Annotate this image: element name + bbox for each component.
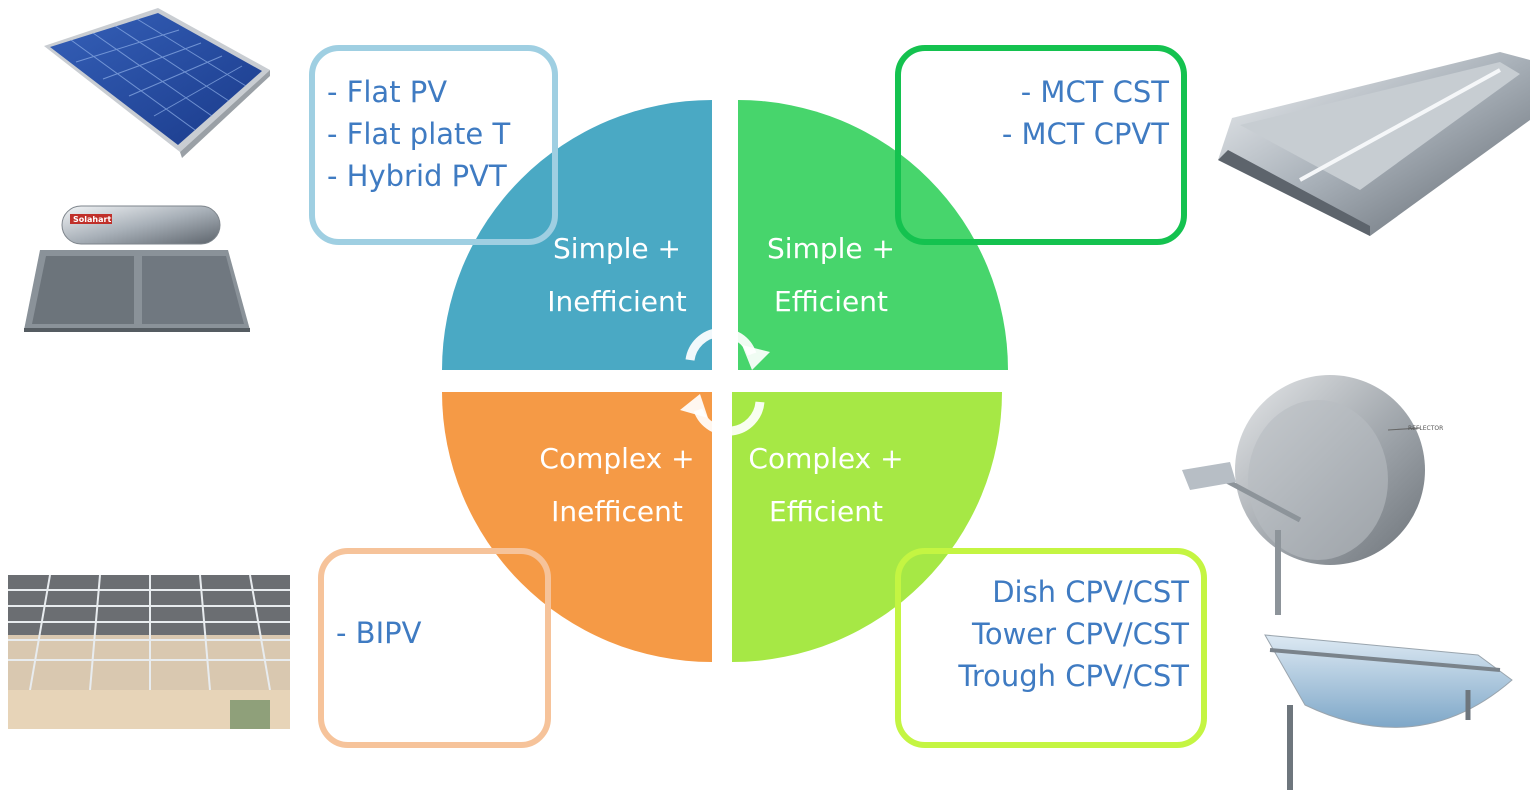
quadrant-bottom-right — [732, 392, 1002, 662]
solar-panel-icon — [44, 8, 270, 158]
example-item: - MCT CPVT — [1001, 117, 1169, 151]
box-simple-efficient-examples: - MCT CST - MCT CPVT — [895, 45, 1187, 245]
quadrant-bottom-right-line2: Efficient — [769, 495, 883, 528]
quadrant-bottom-left — [442, 392, 712, 662]
quadrant-top-right — [738, 100, 1008, 370]
quadrant-top-right-line1: Simple + — [767, 232, 895, 265]
quadrant-bottom-left-line2: Inefficent — [551, 495, 683, 528]
reflector-callout-text: REFLECTOR — [1408, 425, 1443, 432]
cycle-arrows-icon — [685, 327, 765, 436]
example-item: Dish CPV/CST — [992, 575, 1189, 609]
example-item: Trough CPV/CST — [958, 659, 1189, 693]
example-item: - Flat plate T — [327, 117, 511, 151]
box-complex-inefficient-examples: - BIPV — [318, 548, 551, 748]
box-complex-efficient-examples: Dish CPV/CST Tower CPV/CST Trough CPV/CS… — [895, 548, 1207, 748]
example-item: - MCT CST — [1020, 75, 1169, 109]
example-item: - BIPV — [336, 616, 422, 650]
quadrant-top-left — [442, 100, 712, 370]
quadrant-top-left-line2: Inefficient — [547, 285, 686, 318]
solar-water-heater-icon: Solahart — [24, 205, 250, 332]
quadrant-top-left-line1: Simple + — [553, 232, 681, 265]
box-simple-inefficient-examples: - Flat PV - Flat plate T - Hybrid PVT — [309, 45, 558, 245]
quadrant-bottom-left-line1: Complex + — [539, 442, 694, 475]
example-item: - Hybrid PVT — [327, 159, 507, 193]
bipv-glass-canopy-icon — [8, 574, 290, 729]
example-item: Tower CPV/CST — [972, 617, 1189, 651]
solahart-brand-text: Solahart — [73, 215, 111, 224]
parabolic-dish-icon: REFLECTOR — [1182, 375, 1443, 615]
example-item: - Flat PV — [327, 75, 448, 109]
linear-concentrator-trough-icon — [1218, 52, 1530, 236]
quadrant-bottom-right-line1: Complex + — [748, 442, 903, 475]
quadrant-top-right-line2: Efficient — [774, 285, 888, 318]
parabolic-trough-icon — [1264, 634, 1513, 790]
